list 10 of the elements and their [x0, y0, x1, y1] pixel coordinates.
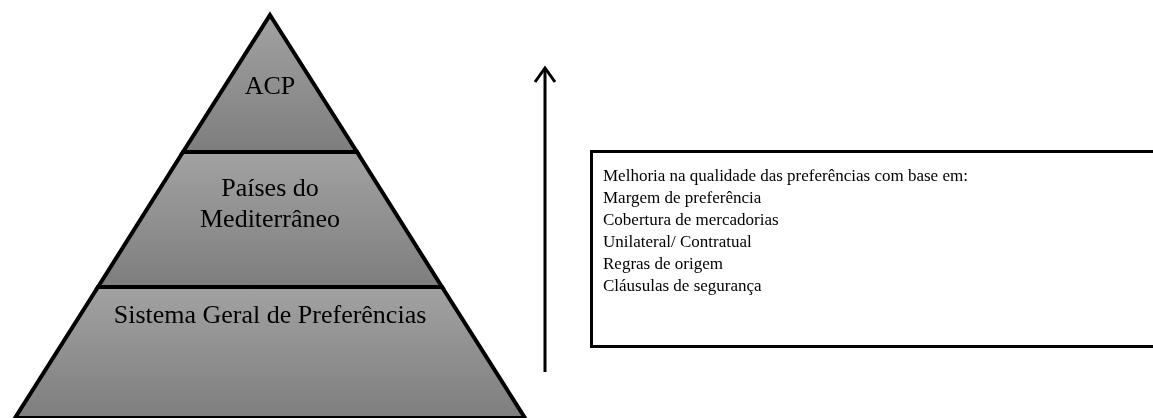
list-item: Cláusulas de segurança: [603, 275, 763, 297]
list-item: Margem de preferência: [603, 187, 763, 209]
list-item: Cobertura de mercadorias: [603, 209, 780, 231]
text-box: [590, 150, 1153, 348]
box-heading: Melhoria na qualidade das preferências com base em:: [603, 165, 969, 187]
tier-label: Sistema Geral de Preferências: [112, 299, 428, 330]
tier-label: ACP: [243, 70, 297, 101]
list-item: Unilateral/ Contratual: [603, 231, 753, 253]
tier-label: Países do Mediterrâneo: [198, 172, 341, 234]
list-item: Regras de origem: [603, 253, 724, 275]
